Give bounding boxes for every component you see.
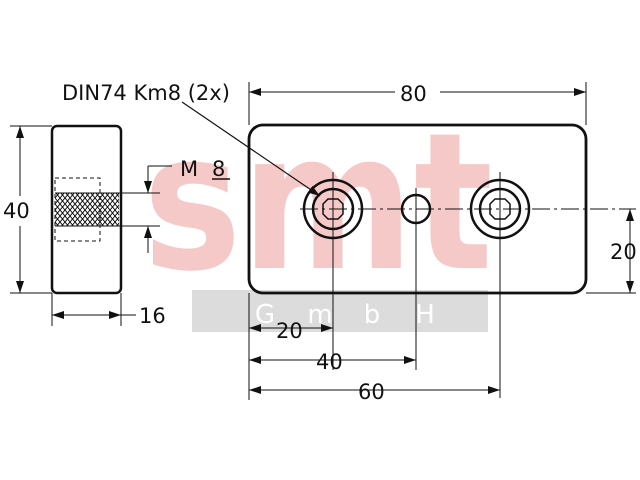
watermark-logo: smt (143, 92, 493, 313)
side-view-outline (50, 124, 123, 295)
watermark-letter-m: m (307, 300, 332, 330)
side-width-label: 16 (139, 304, 166, 328)
pos2-label: 40 (316, 350, 343, 374)
watermark-band (192, 290, 488, 332)
front-view (181, 82, 636, 400)
pos3-label: 60 (358, 380, 385, 404)
thread-hidden-outline (54, 177, 101, 242)
pos1-label: 20 (276, 319, 303, 343)
side-height-label: 40 (3, 199, 30, 223)
half-height-label: 20 (610, 240, 637, 264)
hole-left (302, 172, 364, 370)
length-label: 80 (400, 82, 427, 106)
hole-right (469, 172, 531, 398)
side-view (10, 124, 230, 326)
callout-label: DIN74 Km8 (2x) (62, 81, 230, 105)
watermark-letter-b: b (364, 300, 381, 330)
watermark-letter-g: G (255, 300, 275, 330)
thread-label: M (180, 157, 198, 181)
watermark-letter-h: H (415, 300, 435, 330)
thread-size-label: 8 (212, 157, 225, 181)
watermark: smt G m b H (143, 92, 493, 332)
thread-hatch (55, 193, 119, 226)
hole-center (400, 188, 432, 370)
callout-leader (181, 101, 321, 197)
